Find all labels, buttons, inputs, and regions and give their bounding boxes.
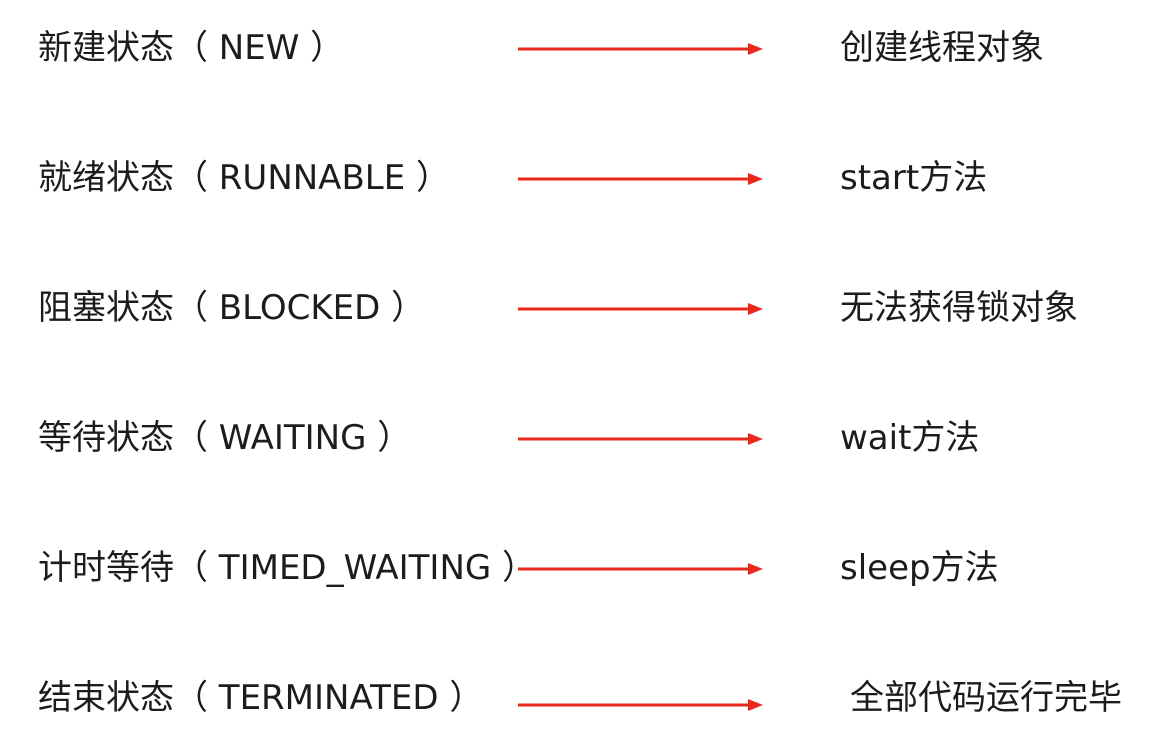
arrow-icon <box>518 43 763 55</box>
arrow-icon <box>518 433 763 445</box>
state-row-waiting: 等待状态（ WAITING ） wait方法 <box>0 408 1156 468</box>
arrow-icon <box>518 303 763 315</box>
trigger-label-runnable: start方法 <box>840 158 988 198</box>
trigger-label-timed-waiting: sleep方法 <box>840 548 999 588</box>
state-row-blocked: 阻塞状态（ BLOCKED ） 无法获得锁对象 <box>0 278 1156 338</box>
trigger-label-terminated: 全部代码运行完毕 <box>850 678 1122 718</box>
state-row-runnable: 就绪状态（ RUNNABLE ） start方法 <box>0 148 1156 208</box>
state-label-runnable: 就绪状态（ RUNNABLE ） <box>38 158 451 198</box>
arrow-icon <box>518 173 763 185</box>
state-row-terminated: 结束状态（ TERMINATED ） 全部代码运行完毕 <box>0 668 1156 728</box>
state-row-timed-waiting: 计时等待（ TIMED_WAITING ） sleep方法 <box>0 538 1156 598</box>
state-label-waiting: 等待状态（ WAITING ） <box>38 418 412 458</box>
state-label-timed-waiting: 计时等待（ TIMED_WAITING ） <box>38 548 537 588</box>
trigger-label-new: 创建线程对象 <box>840 28 1044 68</box>
state-label-blocked: 阻塞状态（ BLOCKED ） <box>38 288 426 328</box>
trigger-label-waiting: wait方法 <box>840 418 980 458</box>
arrow-icon <box>518 563 763 575</box>
state-label-new: 新建状态（ NEW ） <box>38 28 345 68</box>
trigger-label-blocked: 无法获得锁对象 <box>840 288 1078 328</box>
arrow-icon <box>518 699 763 711</box>
state-label-terminated: 结束状态（ TERMINATED ） <box>38 678 484 718</box>
state-row-new: 新建状态（ NEW ） 创建线程对象 <box>0 18 1156 78</box>
